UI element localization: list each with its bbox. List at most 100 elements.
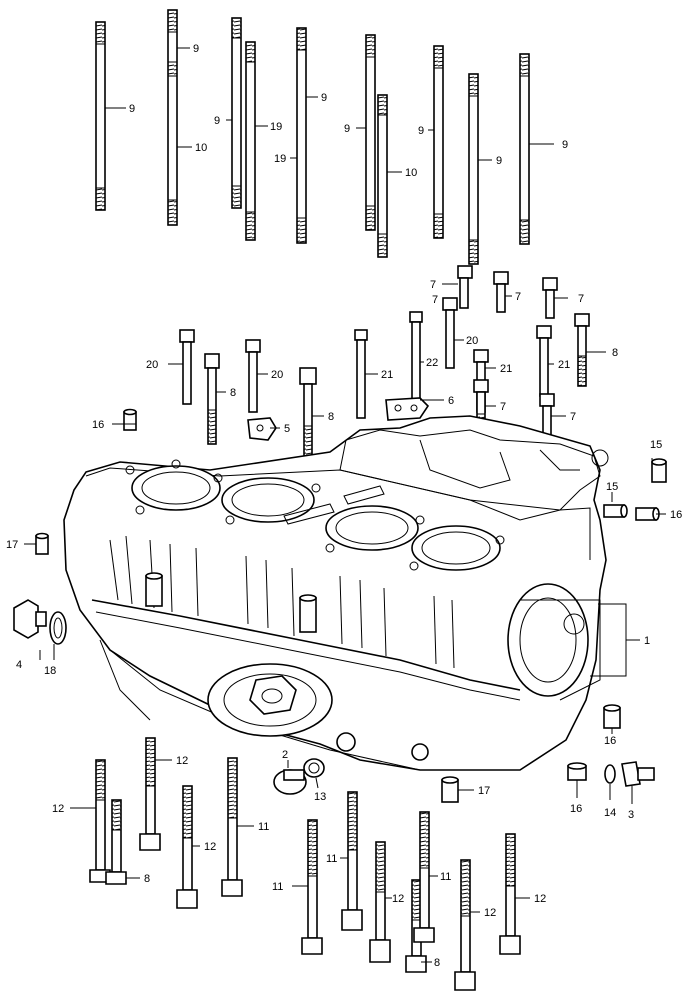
callout-9: 9 <box>344 123 350 135</box>
callout-7: 7 <box>500 401 506 413</box>
callout-20: 20 <box>466 335 478 347</box>
callout-labels: 9 9 10 9 19 9 19 9 10 9 9 9 7 7 7 7 20 8… <box>6 43 682 969</box>
callout-13: 13 <box>314 791 326 803</box>
callout-11: 11 <box>440 871 451 883</box>
flange-bolt <box>442 297 458 369</box>
washer-13 <box>303 758 325 778</box>
flange-bolt <box>301 819 323 955</box>
callout-10: 10 <box>405 167 417 179</box>
flange-bolt <box>499 833 521 955</box>
callout-22: 22 <box>426 357 438 369</box>
callout-11: 11 <box>272 881 283 893</box>
stud-bolt <box>365 34 376 231</box>
stud-bolt <box>296 27 307 244</box>
callout-9: 9 <box>562 139 568 151</box>
callout-16: 16 <box>670 509 682 521</box>
callout-9: 9 <box>214 115 220 127</box>
callout-7: 7 <box>432 294 438 306</box>
flange-bolt <box>536 325 552 397</box>
callout-19: 19 <box>270 121 282 133</box>
callout-10: 10 <box>195 142 207 154</box>
stud-bolts-upper <box>95 9 530 265</box>
flange-bolt <box>105 799 127 885</box>
flange-bolt <box>493 271 509 313</box>
gasket-18 <box>49 611 67 645</box>
stud-bolt <box>231 17 242 209</box>
callout-9: 9 <box>321 92 327 104</box>
callout-8: 8 <box>230 387 236 399</box>
flange-bolt <box>176 785 198 909</box>
callout-6: 6 <box>448 395 454 407</box>
leader-lines-upper <box>105 47 554 173</box>
callout-8: 8 <box>434 957 440 969</box>
callout-8: 8 <box>144 873 150 885</box>
callout-7: 7 <box>515 291 521 303</box>
plug-2 <box>273 769 307 795</box>
stud-bolt <box>519 53 530 245</box>
stud-bolt <box>167 9 178 226</box>
callout-8: 8 <box>328 411 334 423</box>
flange-bolt <box>139 737 161 851</box>
callout-11: 11 <box>326 853 337 865</box>
dowel-pin <box>567 762 587 781</box>
callout-9: 9 <box>129 103 135 115</box>
bracket-plate-6 <box>385 397 430 421</box>
callout-16: 16 <box>604 735 616 747</box>
callout-11: 11 <box>258 821 269 833</box>
callout-17: 17 <box>6 539 18 551</box>
flange-bolt <box>89 759 111 883</box>
callout-12: 12 <box>534 893 546 905</box>
callout-9: 9 <box>193 43 199 55</box>
callout-19: 19 <box>274 153 286 165</box>
callout-14: 14 <box>604 807 616 819</box>
leader-lines-middle <box>168 283 606 429</box>
callout-15: 15 <box>606 481 618 493</box>
stud-bolt <box>245 41 256 241</box>
callout-16: 16 <box>570 803 582 815</box>
callout-21: 21 <box>558 359 570 371</box>
callout-18: 18 <box>44 665 56 677</box>
dowel-pin <box>603 504 628 518</box>
flange-bolt <box>341 791 363 931</box>
callout-7: 7 <box>578 293 584 305</box>
bracket-plate-5 <box>247 417 277 441</box>
callout-20: 20 <box>271 369 283 381</box>
leader-lines-lower <box>24 423 666 963</box>
dowel-pin <box>123 408 137 431</box>
stud-bolt <box>95 21 106 211</box>
flange-bolt <box>369 841 391 963</box>
dowel-pin <box>635 507 660 521</box>
callout-20: 20 <box>146 359 158 371</box>
callout-21: 21 <box>381 369 393 381</box>
flange-bolt <box>299 367 317 461</box>
stud-bolt <box>433 45 444 239</box>
flange-bolt <box>179 329 195 405</box>
callout-7: 7 <box>570 411 576 423</box>
stud-bolt <box>468 73 479 265</box>
crankcase-upper <box>63 415 609 771</box>
flange-bolt <box>539 393 555 451</box>
callout-12: 12 <box>176 755 188 767</box>
plug-3 <box>621 761 655 787</box>
flange-bolt <box>409 311 423 403</box>
flange-bolt <box>354 329 368 419</box>
callout-12: 12 <box>204 841 216 853</box>
flange-bolt <box>245 339 261 413</box>
callout-15: 15 <box>650 439 662 451</box>
callout-9: 9 <box>418 125 424 137</box>
flange-bolts-lower <box>89 737 521 991</box>
dowel-pin <box>603 704 621 729</box>
drain-plug-4 <box>13 599 47 639</box>
callout-21: 21 <box>500 363 512 375</box>
callout-5: 5 <box>284 423 290 435</box>
washer-14 <box>604 764 616 784</box>
dowel-pin <box>441 776 459 803</box>
callout-17: 17 <box>478 785 490 797</box>
callout-3: 3 <box>628 809 634 821</box>
flange-bolt <box>221 757 243 897</box>
flange-bolt <box>457 265 473 309</box>
callout-7: 7 <box>430 279 436 291</box>
flange-bolts-middle <box>179 265 590 461</box>
callout-4: 4 <box>16 659 22 671</box>
